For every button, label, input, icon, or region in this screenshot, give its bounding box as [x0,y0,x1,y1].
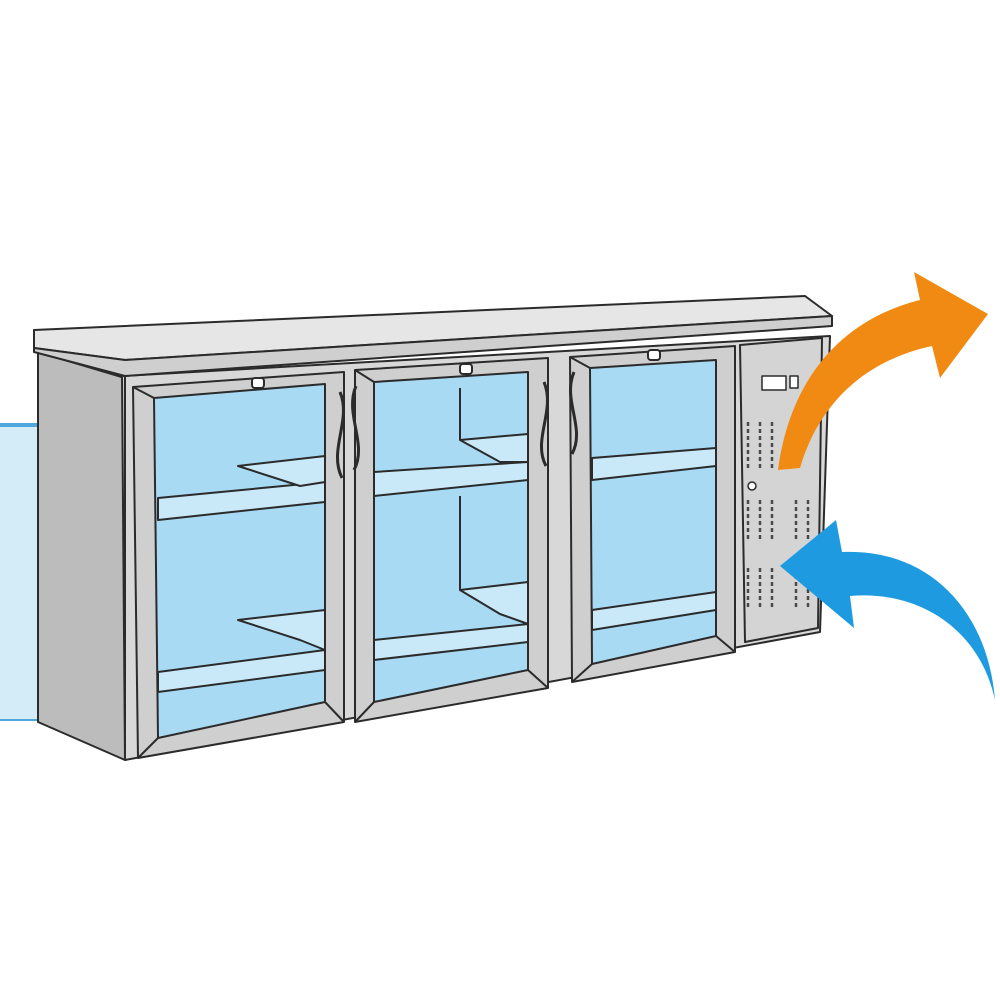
door-1 [132,371,345,759]
door-1-bevel-tl [132,386,155,399]
control-knob [747,481,757,491]
cold-air-arrow [780,520,995,700]
door-1-hinge-curve [336,391,345,479]
door-3-bevel-bl [571,663,593,683]
door-handle-icon [251,377,265,389]
control-switch [789,375,799,389]
door-2-shelf-upper [373,461,529,497]
door-1-shelf-upper [157,481,326,521]
door-3-shelf-lower [591,591,717,631]
door-3-hinge-curve [569,371,578,455]
door-1-shelf-lower [157,649,326,693]
control-display [761,375,787,391]
control-panel-icon [747,375,799,491]
hot-air-arrow [778,272,988,470]
door-3-bevel-br [715,635,736,653]
cabinet-left-side [37,351,126,761]
door-2-bevel-bl [354,701,375,723]
door-2-hinge-curve-left [351,385,360,471]
door-3 [569,345,736,683]
cold-air-arrow-shape [780,520,995,700]
door-2-bevel-tl [354,369,375,383]
door-1-shelf-lower-back [237,609,326,651]
door-3-shelf-upper [591,447,717,481]
hot-air-arrow-shape [778,272,988,470]
left-wall-panel [0,423,40,721]
door-2-shelf-back [459,433,529,463]
left-panel-fill [0,425,40,720]
door-handle-icon [647,349,661,361]
countertop-edge [33,315,833,377]
door-handle-icon [459,363,473,375]
door-1-shelf-back [237,455,326,487]
door-1-bevel-bl [137,737,159,759]
door-1-bevel-br [324,701,345,723]
door-2-bevel-br [527,669,549,689]
door-2-shelf-lower-back [459,581,529,625]
door-2-hinge-curve-right [540,381,549,467]
door-2 [351,357,549,723]
door-3-bevel-tl [569,356,591,369]
door-2-shelf-lower [373,623,529,661]
